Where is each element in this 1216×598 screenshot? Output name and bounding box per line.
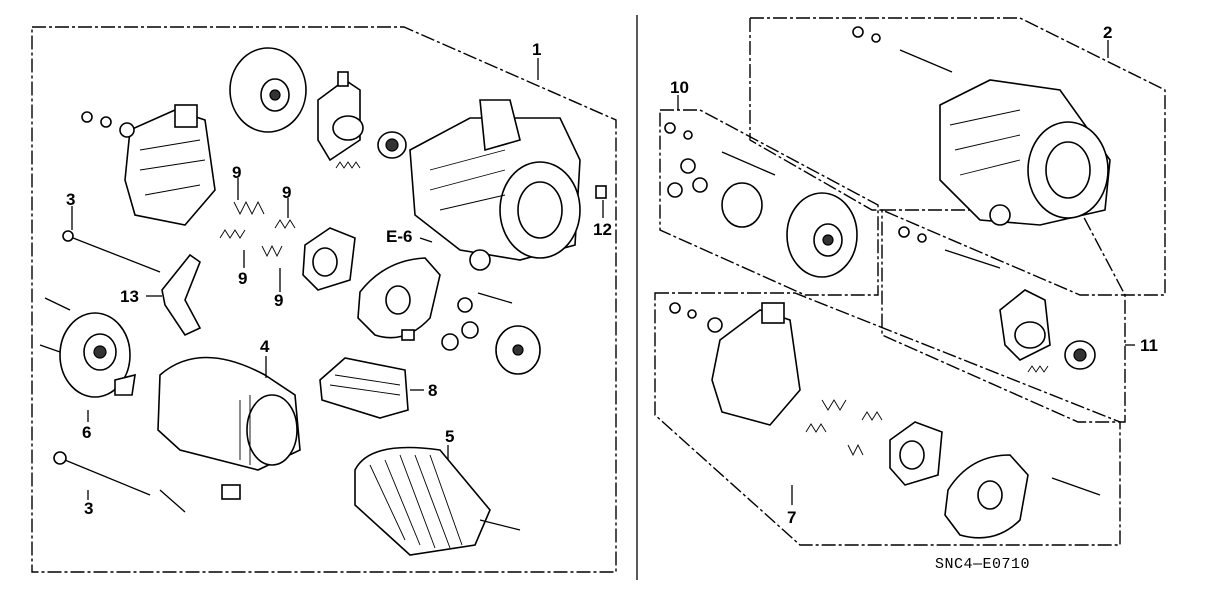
bracket-13 <box>161 253 202 337</box>
end-cover-top <box>229 47 307 133</box>
callout-5: 5 <box>445 427 454 446</box>
small-washer-12 <box>595 185 607 199</box>
callout-7: 7 <box>787 508 796 527</box>
kit-10-parts <box>664 122 858 278</box>
planetary-gears <box>441 292 513 351</box>
callout-3-lower: 3 <box>84 499 93 518</box>
group-1-outline <box>31 26 617 573</box>
leader-lines <box>39 40 1135 513</box>
callout-11: 11 <box>1140 336 1158 355</box>
starter-motor-assembly <box>409 99 581 271</box>
callout-8: 8 <box>428 381 437 400</box>
through-bolt-upper <box>62 230 161 273</box>
callout-9-b: 9 <box>282 183 291 202</box>
springs-9 <box>219 200 296 258</box>
brush-plate <box>302 227 356 291</box>
field-coil-8 <box>319 357 409 419</box>
callout-9-d: 9 <box>274 291 283 310</box>
pinion-gear <box>377 131 407 159</box>
callout-2: 2 <box>1103 23 1112 42</box>
callout-9-a: 9 <box>232 163 241 182</box>
group-2-outline <box>749 17 1166 296</box>
callout-6: 6 <box>82 423 91 442</box>
gear-housing-plate <box>357 257 441 341</box>
through-bolt-lower <box>53 451 151 496</box>
callout-9-c: 9 <box>238 269 247 288</box>
group-10-outline <box>659 109 879 296</box>
group-7-outline <box>654 292 1121 546</box>
callout-4: 4 <box>260 337 270 356</box>
callout-3-upper: 3 <box>66 190 75 209</box>
kit-11-parts <box>898 226 1096 373</box>
callout-13: 13 <box>120 287 139 306</box>
callout-12: 12 <box>593 220 612 239</box>
planetary-carrier <box>495 325 541 375</box>
yoke <box>157 356 301 500</box>
callout-1: 1 <box>532 40 541 59</box>
rear-end-frame <box>59 312 136 398</box>
small-spring <box>335 161 361 169</box>
armature <box>354 446 521 556</box>
section-ref-label: E-6 <box>386 227 412 246</box>
kit-7-parts <box>669 302 1101 539</box>
brush-holder-assembly <box>81 104 216 226</box>
diagram-ref-code: SNC4—E0710 <box>935 556 1030 573</box>
solenoid-bracket <box>317 71 364 162</box>
callout-10: 10 <box>670 78 689 97</box>
starter-motor-assembly-2 <box>852 26 1111 226</box>
